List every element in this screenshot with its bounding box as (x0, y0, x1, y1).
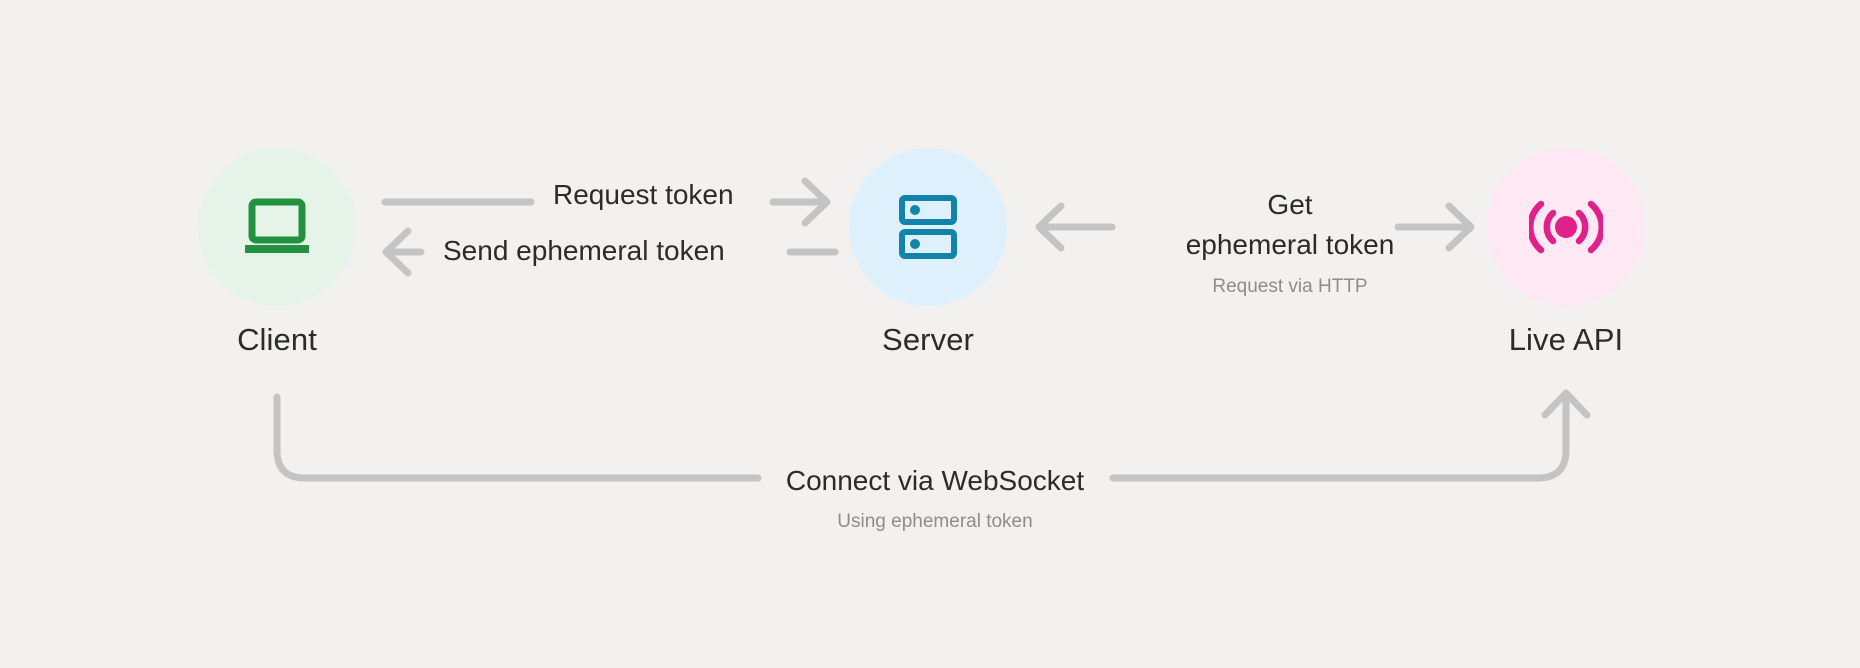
arrowhead-up-icon (1541, 389, 1591, 419)
node-live-api: Live API (1487, 148, 1645, 358)
edge-label-send-ephemeral-token: Send ephemeral token (443, 235, 725, 266)
edge-get-token-left-arrow (1035, 202, 1116, 252)
edge-sublabel-using-ephemeral-token: Using ephemeral token (837, 511, 1033, 532)
node-client: Client (198, 148, 356, 358)
arrowhead-right-icon (1445, 202, 1475, 252)
arrowhead-left-icon (1035, 202, 1065, 252)
node-server: Server (849, 148, 1007, 358)
node-live-api-circle (1487, 148, 1645, 306)
node-client-circle (198, 148, 356, 306)
broadcast-icon (1529, 200, 1603, 254)
node-live-api-label: Live API (1508, 322, 1624, 357)
server-icon (899, 195, 957, 259)
edge-label-request-token: Request token (553, 179, 734, 210)
edge-label-get-ephemeral-token-line1: Get (1267, 189, 1313, 220)
node-client-label: Client (237, 322, 317, 357)
edge-sublabel-request-via-http: Request via HTTP (1212, 276, 1368, 297)
edge-label-get-ephemeral-token: Get ephemeral token (1165, 185, 1415, 265)
edge-label-connect-via-websocket: Connect via WebSocket (785, 465, 1085, 496)
node-server-circle (849, 148, 1007, 306)
arrowhead-left-icon (382, 227, 412, 277)
edge-label-get-ephemeral-token-line2: ephemeral token (1185, 229, 1395, 260)
node-server-label: Server (882, 322, 974, 357)
arrowhead-right-icon (801, 177, 831, 227)
laptop-icon (245, 198, 309, 253)
